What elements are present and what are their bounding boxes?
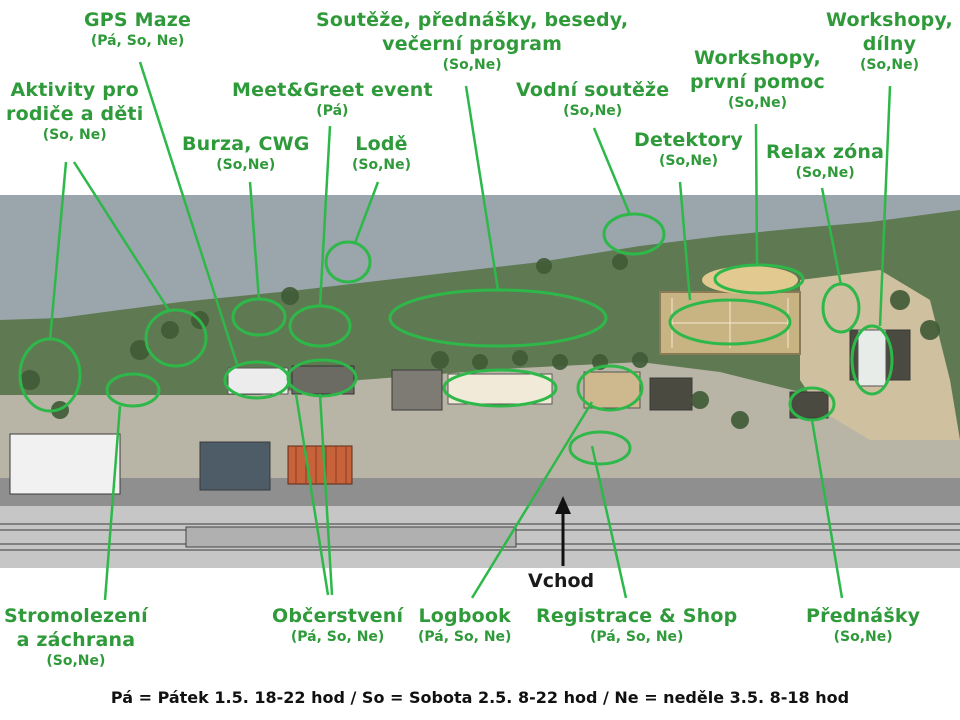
- label-title: Logbook: [418, 605, 511, 627]
- label-meet-greet: Meet&Greet event (Pá): [232, 78, 433, 120]
- zone-marker: [568, 430, 632, 466]
- label-days: (Pá, So, Ne): [418, 629, 512, 645]
- label-title: Workshopy,: [826, 9, 953, 31]
- label-days: (So,Ne): [658, 153, 718, 169]
- label-days: (Pá, So, Ne): [90, 33, 185, 49]
- label-days: (So,Ne): [352, 157, 412, 173]
- label-title: Občerstvení: [272, 605, 404, 627]
- label-days: (Pá): [316, 103, 349, 119]
- label-days: (Pá, So, Ne): [290, 629, 385, 645]
- label-workshopy-prvni-pomoc: Workshopy, první pomoc (So,Ne): [690, 46, 825, 112]
- tent: [291, 365, 355, 395]
- building: [9, 433, 121, 495]
- zone-marker: [602, 212, 666, 256]
- label-title: GPS Maze: [84, 9, 192, 31]
- label-title: Burza, CWG: [182, 133, 310, 155]
- label-days: (So,Ne): [442, 57, 502, 73]
- label-workshopy-dilny: Workshopy, dílny (So,Ne): [826, 8, 953, 74]
- label-vodni: Vodní soutěže (So,Ne): [516, 78, 669, 120]
- tent: [583, 371, 641, 409]
- label-days: (So,Ne): [727, 95, 787, 111]
- entrance-arrow: [555, 496, 571, 566]
- label-title: Vodní soutěže: [516, 79, 670, 101]
- zone-marker: [105, 372, 161, 408]
- building: [199, 441, 271, 491]
- tent: [227, 367, 289, 395]
- zone-marker: [324, 240, 372, 284]
- label-gps-maze: GPS Maze (Pá, So, Ne): [84, 8, 191, 50]
- building: [649, 377, 693, 411]
- label-days: (Pá, So, Ne): [590, 629, 684, 645]
- label-title: Registrace & Shop: [536, 605, 738, 627]
- legend-text: Pá = Pátek 1.5. 18-22 hod / So = Sobota …: [110, 688, 850, 707]
- train: [185, 526, 517, 548]
- label-title: Meet&Greet event: [232, 79, 433, 101]
- label-days: (So, Ne): [42, 127, 107, 143]
- label-lode: Lodě (So,Ne): [352, 132, 411, 174]
- label-title: večerní program: [382, 33, 563, 55]
- label-days: (So,Ne): [46, 653, 106, 669]
- label-burza: Burza, CWG (So,Ne): [182, 132, 310, 174]
- road: [0, 478, 960, 506]
- label-souteze: Soutěže, přednášky, besedy, večerní prog…: [316, 8, 628, 74]
- label-title: a záchrana: [16, 629, 136, 651]
- label-aktivity: Aktivity pro rodiče a děti (So, Ne): [6, 78, 143, 144]
- label-logbook: Logbook (Pá, So, Ne): [418, 604, 511, 646]
- zone-marker: [144, 308, 208, 368]
- zone-marker: [286, 358, 358, 398]
- zone-marker: [668, 298, 792, 346]
- label-title: Detektory: [634, 129, 743, 151]
- label-days: (So,Ne): [216, 157, 276, 173]
- label-title: Lodě: [355, 133, 408, 155]
- label-title: Soutěže, přednášky, besedy,: [316, 9, 629, 31]
- label-obcerstveni: Občerstvení (Pá, So, Ne): [272, 604, 403, 646]
- label-title: Workshopy,: [694, 47, 821, 69]
- label-title: Aktivity pro: [10, 79, 139, 101]
- label-title: Relax zóna: [766, 141, 885, 163]
- label-title: rodiče a děti: [6, 103, 144, 125]
- building: [391, 369, 443, 411]
- zone-marker: [713, 263, 805, 295]
- label-stromolezeni: Stromolezení a záchrana (So,Ne): [4, 604, 148, 670]
- zone-marker: [850, 324, 894, 396]
- label-registrace: Registrace & Shop (Pá, So, Ne): [536, 604, 737, 646]
- label-prednasky: Přednášky (So,Ne): [806, 604, 920, 646]
- zone-marker: [576, 364, 644, 412]
- label-days: (So,Ne): [563, 103, 623, 119]
- entrance-label: Vchod: [528, 570, 595, 592]
- tent: [857, 329, 887, 387]
- red-roof-building: [287, 445, 353, 485]
- label-title: Stromolezení: [4, 605, 148, 627]
- zone-marker: [442, 368, 558, 408]
- label-days: (So,Ne): [859, 57, 919, 73]
- tent: [447, 373, 553, 405]
- label-relax: Relax zóna (So,Ne): [766, 140, 884, 182]
- label-title: první pomoc: [690, 71, 825, 93]
- label-days: (So,Ne): [795, 165, 855, 181]
- label-title: dílny: [862, 33, 917, 55]
- label-days: (So,Ne): [833, 629, 893, 645]
- label-detektory: Detektory (So,Ne): [634, 128, 743, 170]
- label-title: Přednášky: [806, 605, 921, 627]
